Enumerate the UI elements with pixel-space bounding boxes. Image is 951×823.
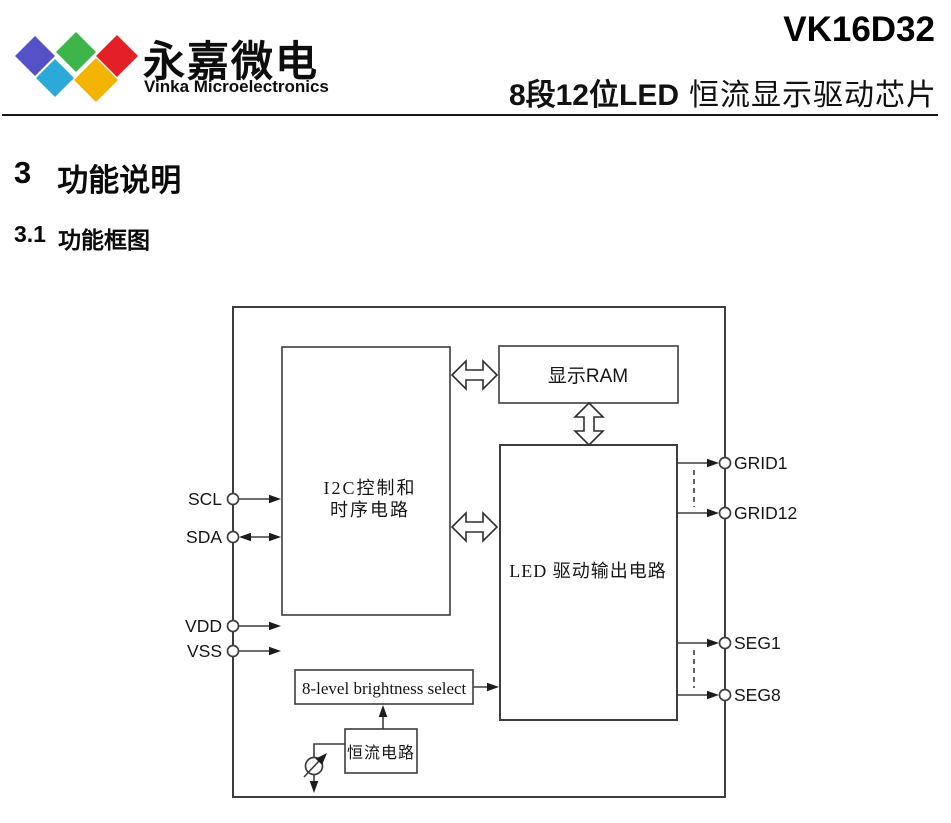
part-number: VK16D32 — [783, 10, 935, 49]
scl-pin-circle — [226, 492, 240, 506]
seg1-arrowhead — [707, 638, 719, 648]
pin-label-seg1: SEG1 — [734, 633, 781, 653]
pin-label-scl: SCL — [188, 489, 222, 509]
logo-diamond-yellow — [74, 58, 118, 102]
vinka-logo — [15, 32, 138, 102]
vss-pin-circle — [226, 644, 240, 658]
i2c-ram-bidir-arrow — [450, 359, 499, 391]
seg8-pin-circle — [718, 688, 732, 702]
grid12-pin-circle — [718, 506, 732, 520]
brand-name-en: Vinka Microelectronics — [144, 77, 329, 96]
current-source-adjust-line — [303, 759, 321, 778]
constant-current-block — [344, 728, 418, 774]
seg1-pin-circle — [718, 636, 732, 650]
grid1-arrowhead — [707, 458, 719, 468]
ram-led-bidir-arrow — [573, 401, 605, 447]
section-title: 功能说明 — [57, 163, 182, 198]
i2c-control-block — [281, 346, 451, 616]
section-number: 3 — [14, 155, 32, 190]
pin-label-sda: SDA — [186, 527, 222, 547]
pin-label-vss: VSS — [187, 641, 222, 661]
brand-name-cn: 永嘉微电 — [143, 38, 320, 85]
section-heading: 3 功能说明 — [14, 155, 181, 200]
logo-diamond-cyan — [36, 59, 74, 97]
logo-diamond-blue — [15, 36, 55, 76]
pin-label-grid1: GRID1 — [734, 453, 787, 473]
pin-label-grid12: GRID12 — [734, 503, 797, 523]
seg8-arrowhead — [707, 690, 719, 700]
pin-label-vdd: VDD — [185, 616, 222, 636]
cc-ground-arrowhead — [309, 781, 319, 793]
scl-arrowhead — [269, 494, 281, 504]
vdd-arrowhead — [269, 621, 281, 631]
sda-arrowhead-left — [239, 532, 251, 542]
i2c-block-label-line1: I2C控制和 — [324, 478, 417, 498]
chip-subtitle: 8段12位LED 恒流显示驱动芯片 — [509, 70, 937, 114]
logo-diamond-red — [96, 35, 138, 77]
grid12-arrowhead — [707, 508, 719, 518]
brightness-select-label: 8-level brightness select — [302, 679, 467, 698]
constant-current-label: 恒流电路 — [347, 744, 415, 762]
display-ram-label: 显示RAM — [548, 366, 628, 387]
cc-source-wire — [313, 743, 345, 758]
logo-diamond-green — [56, 32, 96, 72]
vdd-pin-circle — [226, 619, 240, 633]
subsection-number: 3.1 — [14, 221, 46, 247]
vss-arrowhead — [269, 646, 281, 656]
current-source-adjust-arrowhead — [315, 753, 327, 765]
i2c-block-label-line2: 时序电路 — [330, 500, 410, 520]
i2c-led-bidir-arrow — [450, 511, 499, 543]
led-driver-block — [499, 444, 678, 721]
header-divider — [2, 114, 938, 116]
cc-brightness-arrowhead — [378, 705, 388, 717]
brightness-led-arrowhead — [487, 682, 499, 692]
pin-label-seg8: SEG8 — [734, 685, 781, 705]
subsection-title: 功能框图 — [57, 227, 150, 253]
grid1-pin-circle — [718, 456, 732, 470]
led-driver-label: LED 驱动输出电路 — [509, 561, 667, 581]
subtitle-segment-count: 8段12位LED — [508, 79, 679, 112]
sda-arrowhead-right — [269, 532, 281, 542]
subtitle-description: 恒流显示驱动芯片 — [689, 79, 937, 112]
sda-pin-circle — [226, 530, 240, 544]
subsection-heading: 3.1 功能框图 — [14, 221, 150, 255]
